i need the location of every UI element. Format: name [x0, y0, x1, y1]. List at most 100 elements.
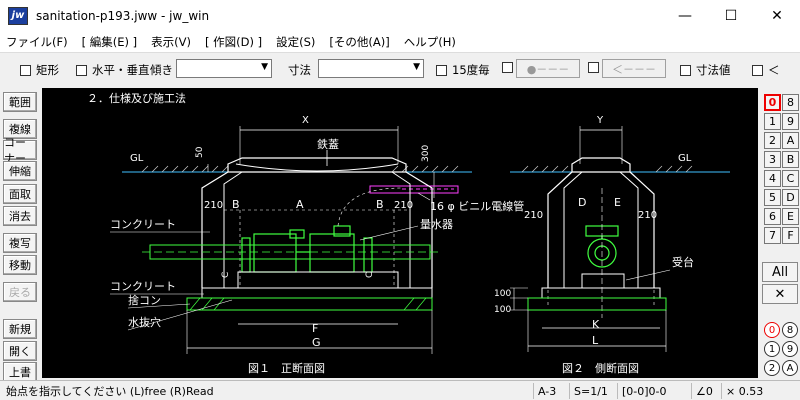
section-c-right: C [365, 272, 375, 278]
btn2-checkbox[interactable] [588, 62, 599, 73]
layer-all-button[interactable]: All [762, 262, 798, 282]
minimize-button[interactable]: — [678, 7, 692, 24]
layer-b-button[interactable]: B [782, 151, 799, 168]
layer-f-button[interactable]: F [782, 227, 799, 244]
support-label: 受台 [672, 255, 694, 269]
tool-offset[interactable]: 複線 [3, 119, 37, 139]
tool-undo[interactable]: 戻る [3, 282, 37, 302]
hv-checkbox[interactable] [76, 64, 87, 76]
layer-e-button[interactable]: E [782, 208, 799, 225]
layer-9-button[interactable]: 9 [782, 113, 799, 130]
layer-d-button[interactable]: D [782, 189, 799, 206]
group-9-button[interactable]: 9 [782, 341, 798, 357]
tool-open[interactable]: 開く [3, 341, 37, 361]
tool-corner[interactable]: コーナー [3, 136, 37, 165]
layer-2-button[interactable]: 2 [764, 132, 781, 149]
dim-210-c: 210 [524, 210, 543, 221]
menu-file[interactable]: ファイル(F) [6, 34, 68, 49]
layer-3-button[interactable]: 3 [764, 151, 781, 168]
lt-checkbox[interactable] [752, 64, 763, 76]
layer-1-button[interactable]: 1 [764, 113, 781, 130]
section-e: E [614, 196, 621, 209]
tool-range[interactable]: 範囲 [3, 92, 37, 112]
layer-palette: 0 8 1 9 2 A 3 B 4 C 5 D 6 E 7 F All ✕ 0 … [760, 92, 800, 382]
dim-combo[interactable]: ▼ [318, 59, 424, 78]
tool-move[interactable]: 移動 [3, 255, 37, 275]
layer-0-button[interactable]: 0 [764, 94, 781, 111]
dim-l-label: L [592, 334, 599, 347]
layer-4-button[interactable]: 4 [764, 170, 781, 187]
btn2-option[interactable] [588, 62, 604, 73]
status-message: 始点を指示してください (L)free (R)Read [6, 385, 214, 398]
chamber-inner-wall [223, 171, 411, 288]
dim-y-label: Y [596, 115, 604, 126]
section-c-left: C [221, 272, 231, 278]
conduit-pipe [369, 185, 459, 194]
water-meter [241, 225, 373, 273]
lid-label: 鉄蓋 [317, 137, 339, 151]
group-2-button[interactable]: 2 [764, 360, 780, 376]
slope-combo[interactable]: ▼ [176, 59, 272, 78]
status-scale[interactable]: S=1/1 [569, 383, 617, 399]
layer-5-button[interactable]: 5 [764, 189, 781, 206]
section-b-left: B [232, 198, 240, 211]
dim-100-a: 100 [494, 289, 511, 299]
layer-8-button[interactable]: 8 [782, 94, 799, 111]
dim-label: 寸法 [288, 63, 311, 77]
drawing-canvas[interactable]: ２．仕様及び施工法 GL X 鉄蓋 50 300 [42, 88, 758, 378]
layer-6-button[interactable]: 6 [764, 208, 781, 225]
menu-edit[interactable]: [ 編集(E) ] [81, 34, 138, 49]
figure-side-section: GL Y D E 210 210 [494, 115, 730, 375]
rect-label: 矩形 [36, 63, 59, 77]
lt-option[interactable]: ＜ [752, 62, 780, 78]
point-mode-button[interactable]: ●－－－ [516, 59, 580, 78]
dimval-option[interactable]: 寸法値 [680, 62, 731, 78]
tool-chamfer[interactable]: 面取 [3, 184, 37, 204]
ground-hatch-left [141, 165, 459, 173]
btn1-checkbox[interactable] [502, 62, 513, 73]
tool-erase[interactable]: 消去 [3, 206, 37, 226]
status-angle[interactable]: ∠0 [691, 383, 721, 399]
menu-settings[interactable]: 設定(S) [276, 34, 316, 49]
deg15-checkbox[interactable] [436, 64, 447, 76]
group-8-button[interactable]: 8 [782, 322, 798, 338]
dimval-label: 寸法値 [696, 63, 731, 77]
concrete-base [201, 287, 433, 299]
deg15-option[interactable]: 15度毎 [436, 62, 490, 78]
status-paper[interactable]: A-3 [533, 383, 569, 399]
menu-help[interactable]: ヘルプ(H) [403, 34, 456, 49]
close-button[interactable]: ✕ [771, 7, 783, 24]
group-1-button[interactable]: 1 [764, 341, 780, 357]
group-a-button[interactable]: A [782, 360, 798, 376]
status-layer[interactable]: [0-0]0-0 [617, 383, 691, 399]
dimval-checkbox[interactable] [680, 64, 691, 76]
menu-other[interactable]: [その他(A)] [329, 34, 390, 49]
tool-new[interactable]: 新規 [3, 319, 37, 339]
hv-label: 水平・垂直 [92, 63, 150, 77]
title-bar: jw sanitation-p193.jww - jw_win — ☐ ✕ [0, 0, 800, 31]
group-0-button[interactable]: 0 [764, 322, 780, 338]
tool-copy[interactable]: 複写 [3, 233, 37, 253]
dim-x-label: X [302, 115, 309, 126]
arrow-mode-button[interactable]: ＜－－－ [602, 59, 666, 78]
rect-option[interactable]: 矩形 [20, 62, 59, 78]
menu-draw[interactable]: [ 作図(D) ] [204, 34, 263, 49]
rect-checkbox[interactable] [20, 64, 31, 76]
layer-7-button[interactable]: 7 [764, 227, 781, 244]
tool-stretch[interactable]: 伸縮 [3, 161, 37, 181]
sutekon-hatch [189, 297, 427, 311]
layer-a-button[interactable]: A [782, 132, 799, 149]
dim-100-b: 100 [494, 305, 511, 315]
layer-clear-button[interactable]: ✕ [762, 284, 798, 304]
hv-option[interactable]: 水平・垂直 [76, 62, 150, 78]
btn1-option[interactable] [502, 62, 518, 73]
drawing-svg: ２．仕様及び施工法 GL X 鉄蓋 50 300 [87, 91, 730, 375]
layer-c-button[interactable]: C [782, 170, 799, 187]
status-zoom[interactable]: × 0.53 [721, 383, 800, 399]
line-toolbar: 矩形 水平・垂直 傾き ▼ 寸法 ▼ 15度毎 ●－－－ ＜－－－ 寸法値 ＜ [0, 55, 800, 82]
menu-view[interactable]: 表示(V) [151, 34, 191, 49]
tool-save[interactable]: 上書 [3, 362, 37, 382]
dim-50: 50 [195, 146, 205, 158]
maximize-button[interactable]: ☐ [724, 7, 738, 24]
gl-label-left: GL [130, 153, 144, 164]
